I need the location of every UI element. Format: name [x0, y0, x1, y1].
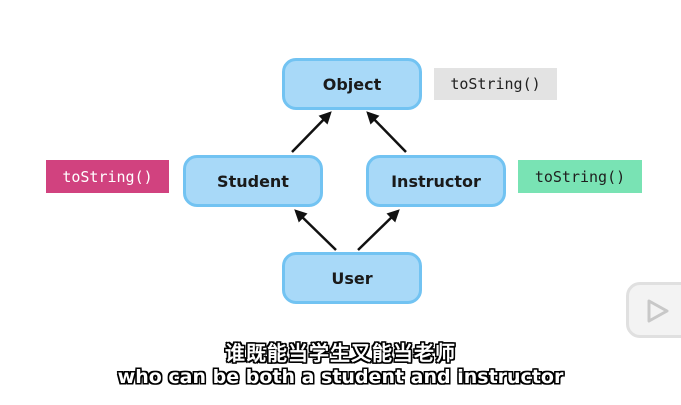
arrow-user-to-instructor — [357, 209, 400, 251]
student-node: Student — [183, 155, 323, 207]
student-tostring-text: toString() — [62, 167, 153, 186]
object-node: Object — [282, 58, 422, 110]
student-tostring-tag: toString() — [46, 160, 169, 193]
object-tostring-text: toString() — [450, 75, 541, 93]
student-node-label: Student — [217, 171, 289, 191]
object-node-label: Object — [322, 74, 382, 94]
instructor-tostring-text: toString() — [534, 167, 626, 186]
instructor-tostring-tag: toString() — [518, 160, 642, 193]
subtitle-chinese: 谁既能当学生又能当老师 — [225, 341, 456, 365]
arrow-student-to-object — [291, 111, 332, 153]
arrow-user-to-student — [294, 209, 337, 251]
instructor-node-label: Instructor — [391, 171, 481, 191]
instructor-node: Instructor — [366, 155, 506, 207]
play-button[interactable] — [626, 282, 681, 338]
user-node: User — [282, 252, 422, 304]
play-icon — [647, 299, 669, 323]
subtitle-english: who can be both a student and instructor — [117, 366, 564, 388]
user-node-label: User — [331, 268, 373, 288]
arrow-instructor-to-object — [366, 111, 407, 153]
object-tostring-tag: toString() — [434, 68, 557, 100]
